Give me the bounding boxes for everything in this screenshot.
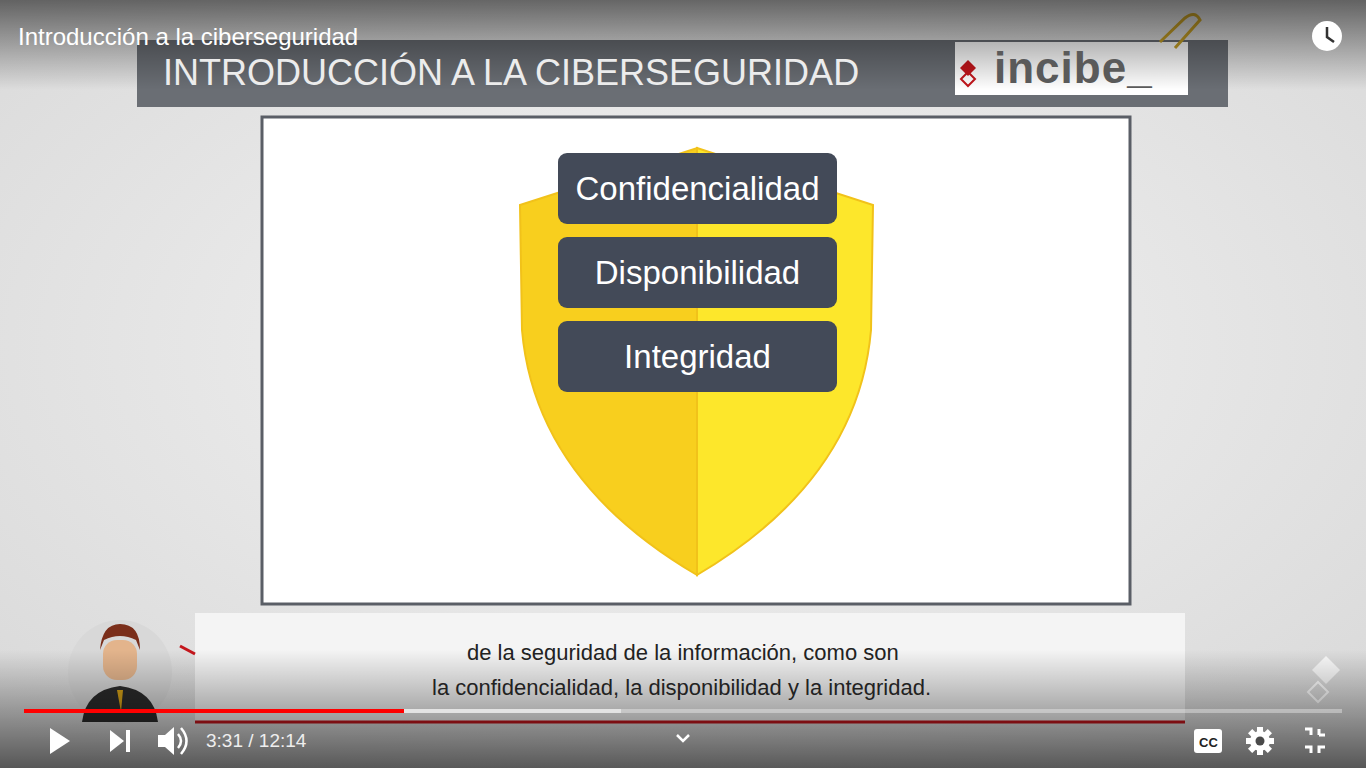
pillar-label: Disponibilidad [595, 254, 800, 292]
pillar-label: Integridad [624, 338, 771, 376]
logo-text: incibe_ [994, 43, 1153, 93]
video-title: Introducción a la ciberseguridad [18, 23, 358, 51]
time-display: 3:31 / 12:14 [206, 730, 306, 752]
pillar-box: Confidencialidad [558, 153, 837, 224]
cc-icon-text: CC [1199, 735, 1218, 750]
pillar-label: Confidencialidad [575, 170, 819, 208]
subtitle-line: de la seguridad de la información, como … [467, 640, 899, 666]
subtitle-line: la confidencialidad, la disponibilidad y… [432, 675, 931, 701]
pillar-box: Integridad [558, 321, 837, 392]
pillar-box: Disponibilidad [558, 237, 837, 308]
banner-title: INTRODUCCIÓN A LA CIBERSEGURIDAD [163, 52, 859, 94]
